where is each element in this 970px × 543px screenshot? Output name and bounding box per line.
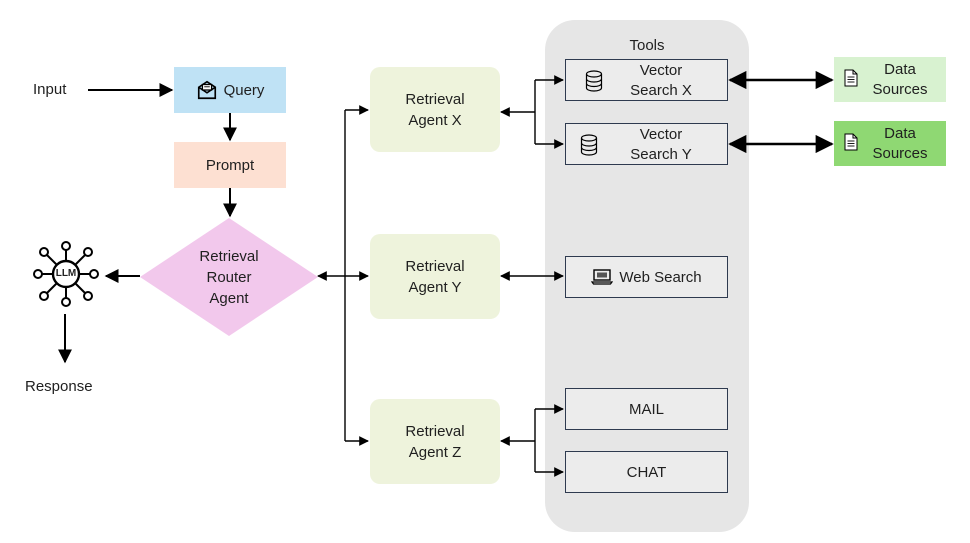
agent-y-box: Retrieval Agent Y <box>370 234 500 319</box>
llm-label: LLM <box>55 268 77 279</box>
data-sources-b-text: Data Sources <box>856 121 944 166</box>
agent-z-line-2: Agent Z <box>408 443 462 461</box>
envelope-icon <box>196 79 218 101</box>
tools-title: Tools <box>629 37 665 54</box>
router-text: Retrieval Router Agent <box>180 244 278 310</box>
agent-x-line-2: Agent X <box>408 111 462 129</box>
vector-search-y-line-2: Search Y <box>630 146 692 163</box>
router-line-3: Agent <box>209 289 249 307</box>
document-icon <box>844 69 858 87</box>
vector-search-y-box: Vector Search Y <box>565 123 728 165</box>
data-sources-b-box: Data Sources <box>834 121 946 166</box>
response-label: Response <box>25 378 93 395</box>
agent-x-line-1: Retrieval <box>405 90 465 108</box>
document-icon <box>844 133 858 151</box>
vector-search-x-text: Vector Search X <box>606 60 716 102</box>
data-sources-b-line-1: Data <box>884 124 916 142</box>
data-sources-a-line-2: Sources <box>872 80 928 98</box>
vector-search-x-line-2: Search X <box>630 82 692 99</box>
agent-z-line-1: Retrieval <box>405 422 465 440</box>
agent-y-line-1: Retrieval <box>405 257 465 275</box>
query-box: Query <box>174 67 286 113</box>
data-sources-b-line-2: Sources <box>872 144 928 162</box>
mail-label: MAIL <box>628 400 664 418</box>
router-line-2: Router <box>206 268 252 286</box>
vector-search-y-line-1: Vector <box>639 126 683 143</box>
web-search-label: Web Search <box>619 268 702 286</box>
agent-x-box: Retrieval Agent X <box>370 67 500 152</box>
vector-search-x-box: Vector Search X <box>565 59 728 101</box>
database-icon <box>580 134 598 156</box>
prompt-label: Prompt <box>205 156 255 174</box>
input-label: Input <box>33 81 67 98</box>
vector-search-x-line-1: Vector <box>639 62 683 79</box>
chat-box: CHAT <box>565 451 728 493</box>
data-sources-a-box: Data Sources <box>834 57 946 102</box>
database-icon <box>585 70 603 92</box>
data-sources-a-text: Data Sources <box>856 57 944 102</box>
vector-search-y-text: Vector Search Y <box>606 124 716 166</box>
query-label: Query <box>223 81 265 99</box>
data-sources-a-line-1: Data <box>884 60 916 78</box>
router-diamond <box>140 218 318 336</box>
chat-label: CHAT <box>626 463 667 481</box>
llm-network-icon: LLM <box>32 240 100 308</box>
web-search-box: Web Search <box>565 256 728 298</box>
prompt-box: Prompt <box>174 142 286 188</box>
router-line-1: Retrieval <box>199 247 259 265</box>
mail-box: MAIL <box>565 388 728 430</box>
agent-y-line-2: Agent Y <box>408 278 462 296</box>
laptop-icon <box>591 269 614 285</box>
agent-z-box: Retrieval Agent Z <box>370 399 500 484</box>
